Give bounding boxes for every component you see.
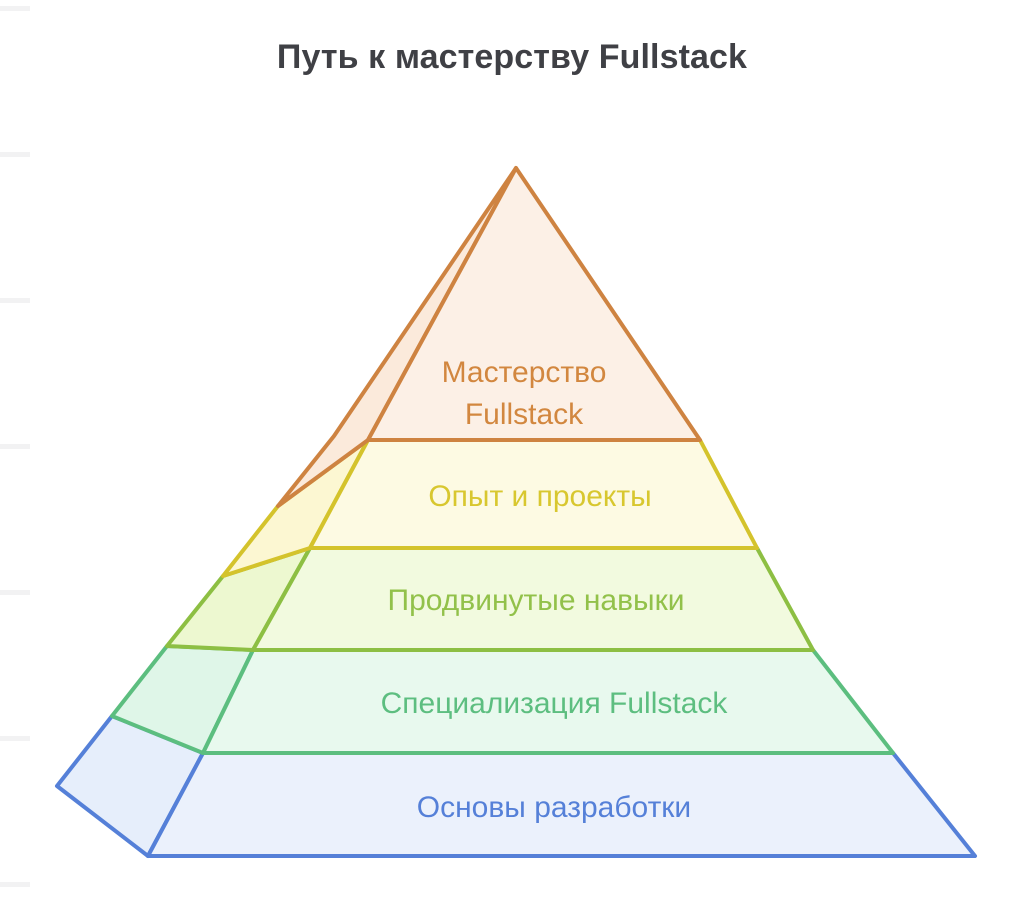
pyramid-level-2[interactable]: Опыт и проекты: [221, 438, 759, 578]
pyramid-level-1-front-face: [366, 166, 702, 442]
pyramid-level-3-label: Продвинутые навыки: [388, 584, 685, 617]
pyramid-level-5-label: Основы разработки: [417, 791, 691, 824]
pyramid-level-4-label: Специализация Fullstack: [381, 687, 729, 720]
edge-marker: [0, 444, 30, 449]
pyramid-level-1[interactable]: Мастерство Fullstack: [276, 166, 702, 508]
pyramid-level-1-label-line-2: Fullstack: [465, 398, 584, 431]
pyramid-level-4[interactable]: Специализация Fullstack: [110, 644, 895, 755]
pyramid-level-1-label-line-1: Мастерство: [442, 356, 607, 389]
pyramid-level-5[interactable]: Основы разработки: [55, 714, 977, 858]
pyramid-level-2-label: Опыт и проекты: [428, 480, 651, 513]
edge-marker: [0, 736, 30, 741]
page-title: Путь к мастерству Fullstack: [276, 38, 748, 76]
pyramid-level-3[interactable]: Продвинутые навыки: [165, 546, 815, 652]
edge-marker: [0, 590, 30, 595]
edge-marker: [0, 152, 30, 157]
edge-marker: [0, 6, 30, 11]
edge-marker: [0, 298, 30, 303]
edge-marker: [0, 882, 30, 887]
